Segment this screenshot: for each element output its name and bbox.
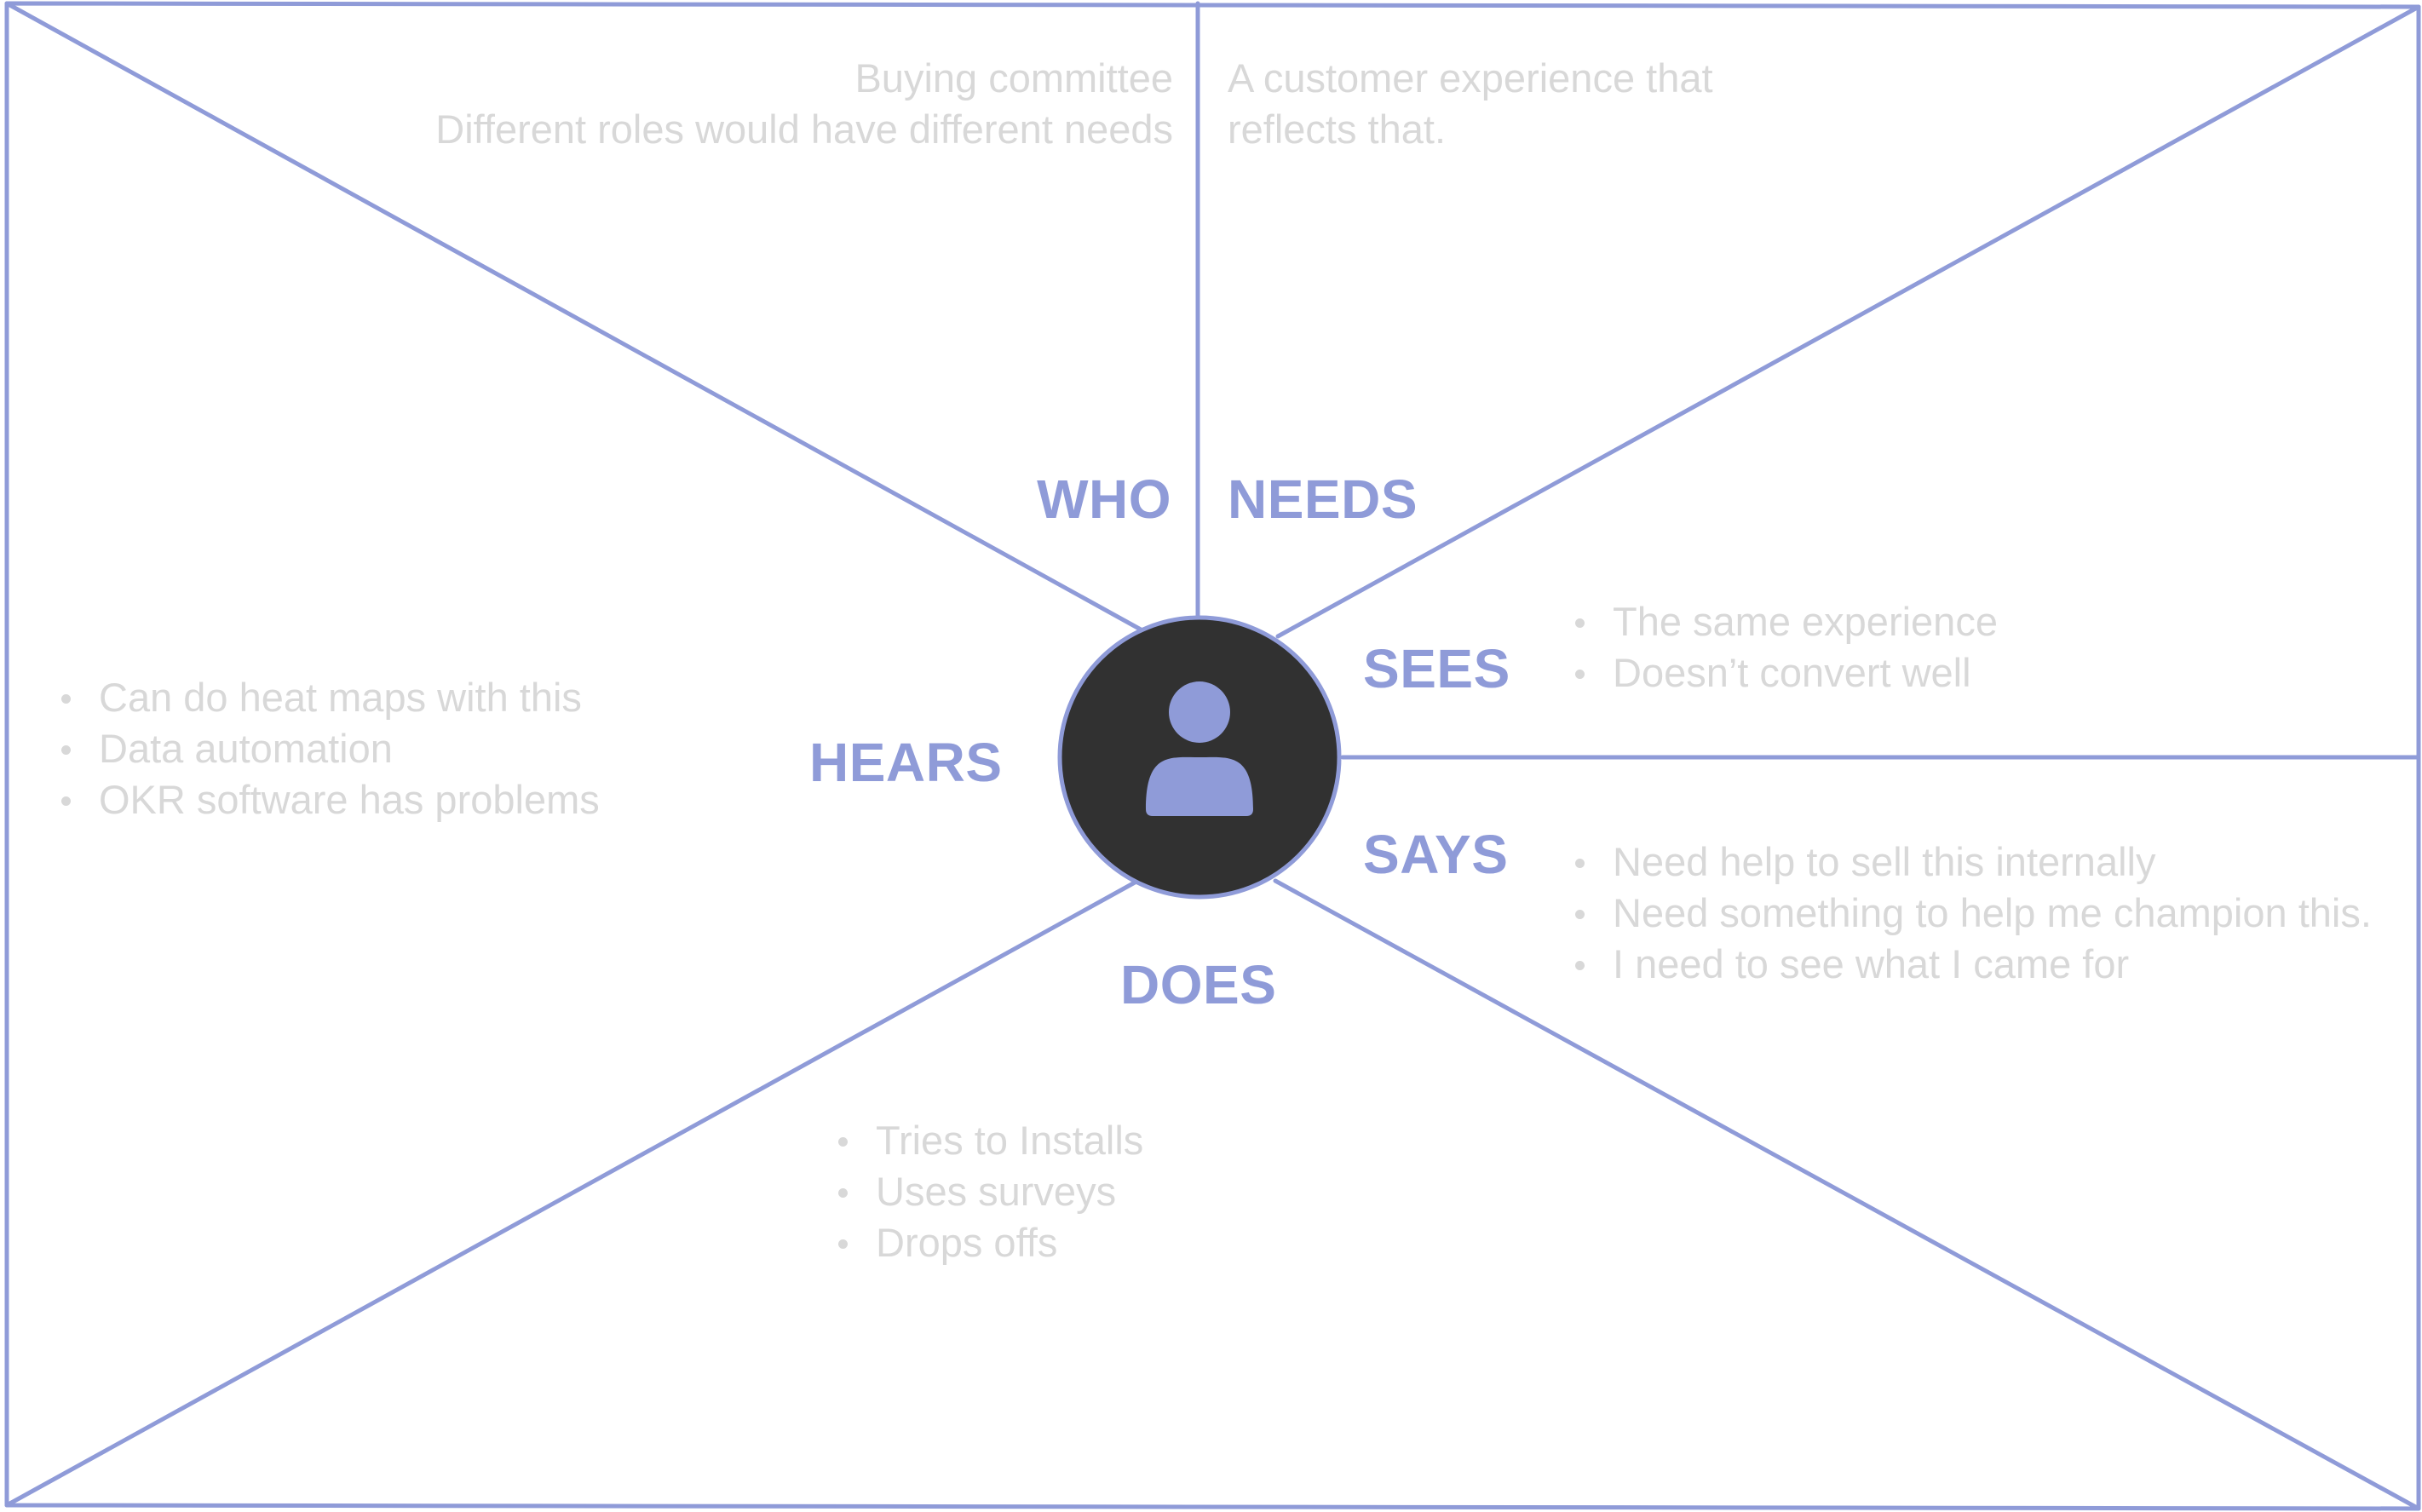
needs-note: reflects that.: [1228, 106, 1446, 152]
does-list: Tries to Installs Uses surveys Drops off…: [833, 1115, 1430, 1268]
hears-list: Can do heat maps with this Data automati…: [56, 672, 823, 825]
divider-top-right: [1275, 4, 2421, 639]
needs-notes: A customer experience that reflects that…: [1228, 53, 1713, 155]
divider-top-left: [4, 1, 1143, 632]
says-list: Need help to sell this internally Need s…: [1570, 836, 2388, 990]
label-does: DOES: [1120, 954, 1277, 1015]
list-item: Need something to help me champion this.: [1570, 888, 2388, 939]
who-note: Different roles would have different nee…: [435, 106, 1173, 152]
list-item: Tries to Installs: [833, 1115, 1430, 1166]
needs-note: A customer experience that: [1228, 55, 1713, 101]
avatar: [1057, 615, 1342, 900]
list-item: OKR software has problems: [56, 774, 823, 825]
label-hears: HEARS: [809, 732, 1003, 793]
label-sees: SEES: [1363, 638, 1510, 699]
divider-bottom-right: [1273, 878, 2421, 1511]
list-item: Data automation: [56, 723, 823, 774]
list-item: Doesn’t convert well: [1570, 647, 2337, 699]
sees-list: The same experience Doesn’t convert well: [1570, 596, 2337, 699]
list-item: Need help to sell this internally: [1570, 836, 2388, 888]
who-notes: Buying committee Different roles would h…: [435, 53, 1173, 155]
list-item: Uses surveys: [833, 1166, 1430, 1217]
list-item: I need to see what I came for: [1570, 939, 2388, 990]
list-item: The same experience: [1570, 596, 2337, 647]
label-who: WHO: [1037, 469, 1171, 530]
label-says: SAYS: [1363, 824, 1509, 885]
list-item: Drops offs: [833, 1217, 1430, 1268]
label-needs: NEEDS: [1228, 469, 1418, 530]
who-note: Buying committee: [854, 55, 1173, 101]
person-icon: [1146, 681, 1253, 816]
divider-bottom-left: [4, 880, 1137, 1508]
list-item: Can do heat maps with this: [56, 672, 823, 723]
